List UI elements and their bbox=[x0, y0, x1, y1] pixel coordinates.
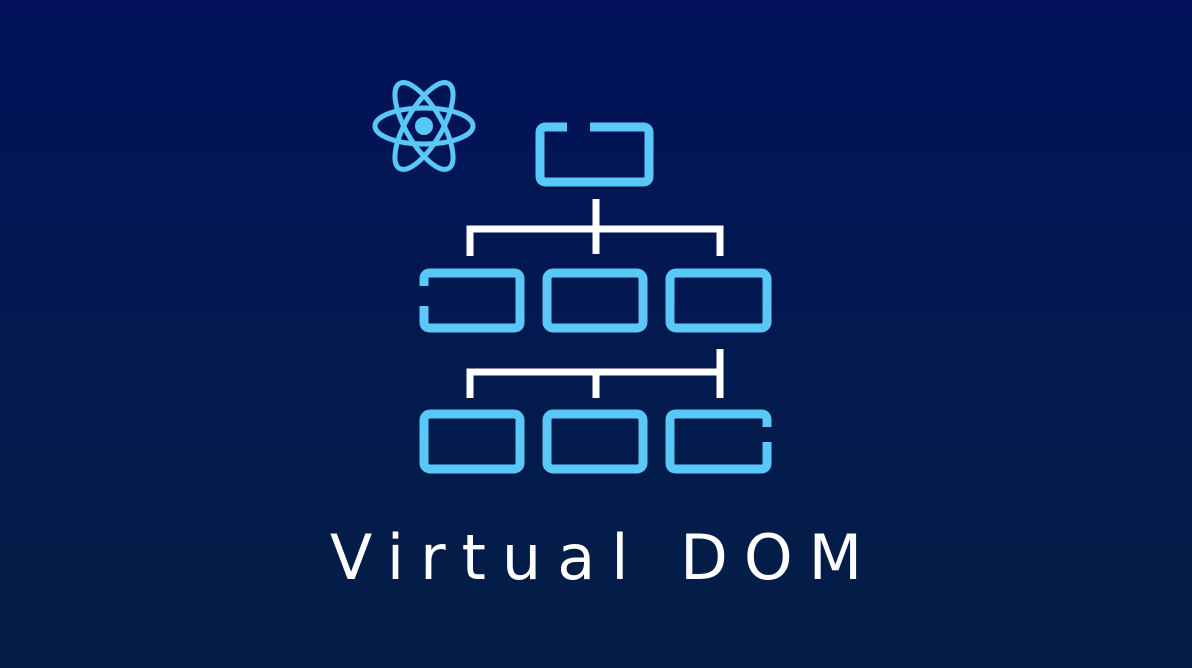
level2-node-middle bbox=[542, 409, 648, 474]
connector-level1-to-level2 bbox=[466, 349, 724, 398]
react-atom-icon bbox=[372, 80, 476, 172]
level2-node-left bbox=[419, 409, 525, 474]
level1-node-right bbox=[665, 268, 772, 333]
connector-root-to-level1 bbox=[466, 199, 724, 256]
level2-node-right bbox=[665, 409, 772, 474]
root-node bbox=[535, 122, 654, 187]
level1-node-left bbox=[419, 268, 525, 333]
page-title: Virtual DOM bbox=[329, 521, 879, 594]
level1-node-middle bbox=[542, 268, 648, 333]
